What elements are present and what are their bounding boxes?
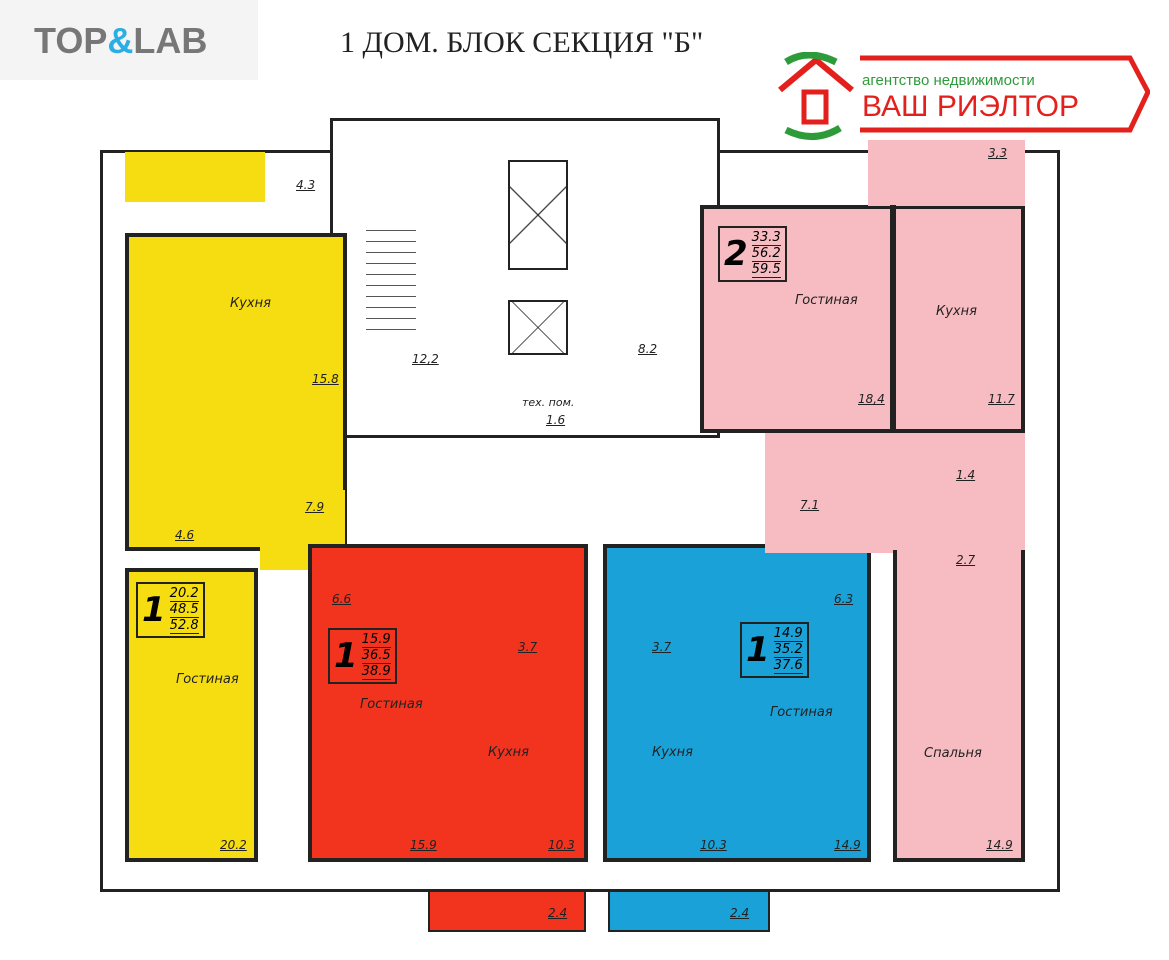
blue-living-total: 14.9 <box>773 626 803 642</box>
apt-blue-balcony <box>608 890 770 932</box>
yellow-bath-area: 4.6 <box>175 528 195 542</box>
brand-lab: LAB <box>133 20 208 61</box>
pink-kitchen: Кухня <box>936 304 977 319</box>
page-title: 1 ДОМ. БЛОК СЕКЦИЯ "Б" <box>340 26 704 59</box>
pink-bath-area: 2.7 <box>956 553 976 567</box>
blue-kitchen: Кухня <box>652 745 693 760</box>
tech-room-label: тех. пом. <box>522 396 575 409</box>
red-rooms: 1 <box>334 636 358 676</box>
stair-area: 12,2 <box>412 352 439 366</box>
yellow-hall-area: 7.9 <box>305 500 325 514</box>
pink-bedroom: Спальня <box>924 746 982 761</box>
yellow-living: Гостиная <box>176 672 239 687</box>
apt-pink-balcony-zone <box>868 140 1025 206</box>
tech-room-area: 1.6 <box>546 413 566 427</box>
blue-bath-area: 3.7 <box>652 640 672 654</box>
yellow-rooms: 1 <box>142 590 166 630</box>
red-kitchen-area: 10.3 <box>548 838 575 852</box>
agency-name: ВАШ РИЭЛТОР <box>862 90 1080 123</box>
pink-living-area: 18,4 <box>858 392 885 406</box>
yellow-balcony-area: 4.3 <box>296 178 316 192</box>
hall-area: 8.2 <box>638 342 658 356</box>
red-kitchen: Кухня <box>488 745 529 760</box>
pink-living-total: 33.3 <box>751 230 781 246</box>
elevator-1 <box>508 160 568 270</box>
blue-area-total: 35.2 <box>773 642 803 658</box>
brand-amp: & <box>107 20 134 61</box>
blue-kitchen-area: 10.3 <box>700 838 727 852</box>
yellow-kitchen: Кухня <box>230 296 271 311</box>
yellow-kitchen-area: 15.8 <box>312 372 339 386</box>
pink-living: Гостиная <box>795 293 858 308</box>
apt-red-balcony <box>428 890 586 932</box>
apt-pink-hall <box>765 433 1025 553</box>
red-bath-area: 3.7 <box>518 640 538 654</box>
apt-yellow-balcony-zone <box>125 152 265 202</box>
apt-yellow-lower <box>125 568 258 862</box>
red-living-area: 15.9 <box>410 838 437 852</box>
pink-wc-area: 1.4 <box>956 468 976 482</box>
red-living-total: 15.9 <box>361 632 391 648</box>
pink-hall-area: 7.1 <box>800 498 820 512</box>
pink-area-total: 56.2 <box>751 246 781 262</box>
logo-background <box>0 0 258 80</box>
pink-bedroom-area: 14.9 <box>986 838 1013 852</box>
blue-balcony-area: 2.4 <box>730 906 750 920</box>
pink-kitchen-area: 11.7 <box>988 392 1015 406</box>
blue-corridor-area: 6.3 <box>834 592 854 606</box>
brand-logo: TOP&LAB <box>34 20 207 62</box>
red-balcony-area: 2.4 <box>548 906 568 920</box>
blue-rooms: 1 <box>746 630 770 670</box>
pink-area-balcony: 59.5 <box>751 262 781 278</box>
red-area-balcony: 38.9 <box>361 664 391 680</box>
blue-area-balcony: 37.6 <box>773 658 803 674</box>
stairs <box>366 220 416 340</box>
apt-blue <box>603 544 871 862</box>
agency-subtitle: агентство недвижимости <box>862 72 1035 89</box>
pink-rooms: 2 <box>724 234 748 274</box>
apt-pink-upper <box>700 205 1025 433</box>
pink-balcony-area: 3,3 <box>988 146 1008 160</box>
red-area-total: 36.5 <box>361 648 391 664</box>
yellow-area-balcony: 52.8 <box>169 618 199 634</box>
yellow-living-total: 20.2 <box>169 586 199 602</box>
agency-logo-graphic <box>778 52 1150 140</box>
blue-living: Гостиная <box>770 705 833 720</box>
wall-divider <box>890 205 896 430</box>
agency-logo: агентство недвижимости ВАШ РИЭЛТОР <box>778 52 1150 142</box>
brand-top: TOP <box>34 20 108 61</box>
elevator-2 <box>508 300 568 355</box>
yellow-living-area: 20.2 <box>220 838 247 852</box>
apt-red <box>308 544 588 862</box>
red-living: Гостиная <box>360 697 423 712</box>
yellow-area-total: 48.5 <box>169 602 199 618</box>
apt-pink-bedroom <box>893 550 1025 862</box>
blue-living-area: 14.9 <box>834 838 861 852</box>
red-corridor-area: 6.6 <box>332 592 352 606</box>
